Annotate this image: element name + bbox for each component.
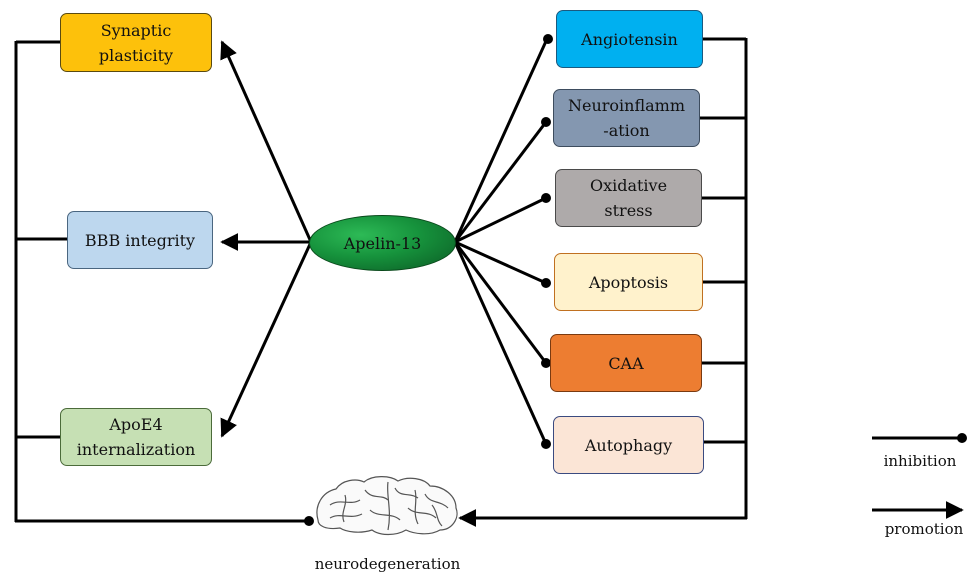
oxidative-stress-box: Oxidative stress [555,169,702,227]
synaptic-plasticity-box: Synaptic plasticity [60,13,212,72]
inhibition-lines [453,38,549,445]
inhibit-autophagy [453,241,548,445]
bbb-integrity-box: BBB integrity [67,211,213,269]
synaptic-plasticity-label: Synaptic plasticity [98,20,174,65]
inhibit-dot-angiotensin [543,34,553,44]
apelin-13-label: Apelin-13 [343,233,422,253]
legend-inhibition-dot [957,433,967,443]
promotion-arrows [220,40,313,438]
caa-box: CAA [550,334,702,392]
inhibit-angiotensin [453,38,549,243]
inhibit-dot-apoptosis [541,278,551,288]
inhibit-apoptosis [454,240,547,285]
angiotensin-label: Angiotensin [581,29,678,49]
neuroinflammation-box: Neuroinflamm -ation [553,89,700,147]
apelin-13-node: Apelin-13 [309,215,456,271]
legend-inhibition-label: inhibition [883,452,957,470]
apoe4-internalization-label: ApoE4 internalization [76,415,196,459]
arrow-to-synaptic-plasticity [220,40,313,243]
inhibit-dot-neurodegeneration [304,516,314,526]
oxidative-stress-label: Oxidative stress [589,176,668,220]
angiotensin-box: Angiotensin [556,10,703,68]
inhibit-caa [453,241,548,364]
autophagy-box: Autophagy [553,416,704,474]
apoe4-internalization-box: ApoE4 internalization [60,408,212,466]
caa-label: CAA [608,353,644,373]
apoptosis-label: Apoptosis [588,272,669,292]
inhibition-dots [541,34,553,449]
arrow-to-apoe4-internalization [220,241,313,438]
brain-icon [316,476,458,536]
neurodegeneration-label: neurodegeneration [314,555,461,573]
inhibit-dot-oxidative-stress [541,193,551,203]
inhibit-dot-caa [541,358,551,368]
bbb-integrity-label: BBB integrity [84,230,196,250]
inhibit-dot-neuroinflammation [541,117,551,127]
neuroinflammation-label: Neuroinflamm -ation [567,96,686,140]
autophagy-label: Autophagy [584,435,673,455]
inhibit-dot-autophagy [541,439,551,449]
right-bracket [458,37,748,527]
legend [872,436,964,519]
left-bracket [14,40,305,523]
legend-promotion-label: promotion [884,520,964,538]
apoptosis-box: Apoptosis [554,253,703,311]
inhibit-oxidative-stress [454,196,547,244]
inhibit-neuroinflammation [453,121,548,243]
